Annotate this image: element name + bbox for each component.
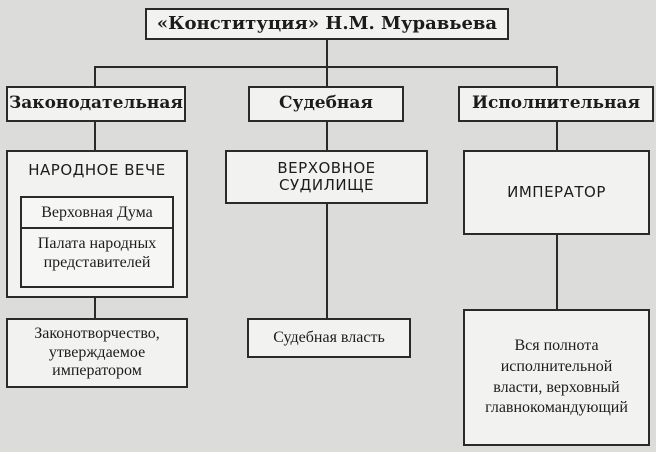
connector-to-judicial — [326, 66, 328, 86]
legislative-power-box: Законотворчество, утверждаемое император… — [6, 318, 188, 388]
connector-executive-body — [556, 121, 558, 151]
connector-judicial-body — [326, 121, 328, 151]
judicial-body-name: ВЕРХОВНОЕ СУДИЛИЩЕ — [277, 158, 376, 194]
judicial-label-text: Судебная — [279, 93, 373, 114]
upper-chamber: Верховная Дума — [22, 198, 172, 229]
legislative-body-box: НАРОДНОЕ ВЕЧЕ Верховная Дума Палата наро… — [6, 150, 188, 298]
executive-power-box: Вся полнота исполнительной власти, верхо… — [463, 309, 650, 446]
connector-legislative-body — [94, 121, 96, 151]
lower-chamber: Палата народных представителей — [37, 235, 157, 272]
connector-title-trunk — [326, 38, 328, 67]
executive-body-box: ИМПЕРАТОР — [463, 150, 650, 235]
judicial-power-box: Судебная власть — [247, 318, 411, 358]
executive-power-text: Вся полнота исполнительной власти, верхо… — [485, 336, 628, 417]
branch-judicial-label: Судебная — [248, 86, 404, 122]
title-text: «Конституция» Н.М. Муравьева — [156, 12, 498, 34]
connector-executive-power — [556, 233, 558, 311]
judicial-power-text: Судебная власть — [273, 328, 385, 346]
judicial-body-box: ВЕРХОВНОЕ СУДИЛИЩЕ — [225, 150, 428, 204]
legislative-label-text: Законодательная — [9, 93, 183, 114]
legislative-chambers: Верховная Дума Палата народных представи… — [20, 196, 174, 288]
executive-label-text: Исполнительная — [471, 93, 641, 114]
connector-legislative-power — [94, 296, 96, 320]
legislative-power-text: Законотворчество, утверждаемое император… — [34, 325, 160, 380]
branch-legislative-label: Законодательная — [6, 86, 186, 122]
branch-executive-label: Исполнительная — [458, 86, 654, 122]
diagram-title: «Конституция» Н.М. Муравьева — [145, 8, 509, 40]
legislative-body-name: НАРОДНОЕ ВЕЧЕ — [28, 161, 166, 179]
connector-to-legislative — [94, 66, 96, 86]
connector-to-executive — [556, 66, 558, 86]
connector-judicial-power — [326, 202, 328, 320]
executive-body-name: ИМПЕРАТОР — [507, 182, 606, 201]
